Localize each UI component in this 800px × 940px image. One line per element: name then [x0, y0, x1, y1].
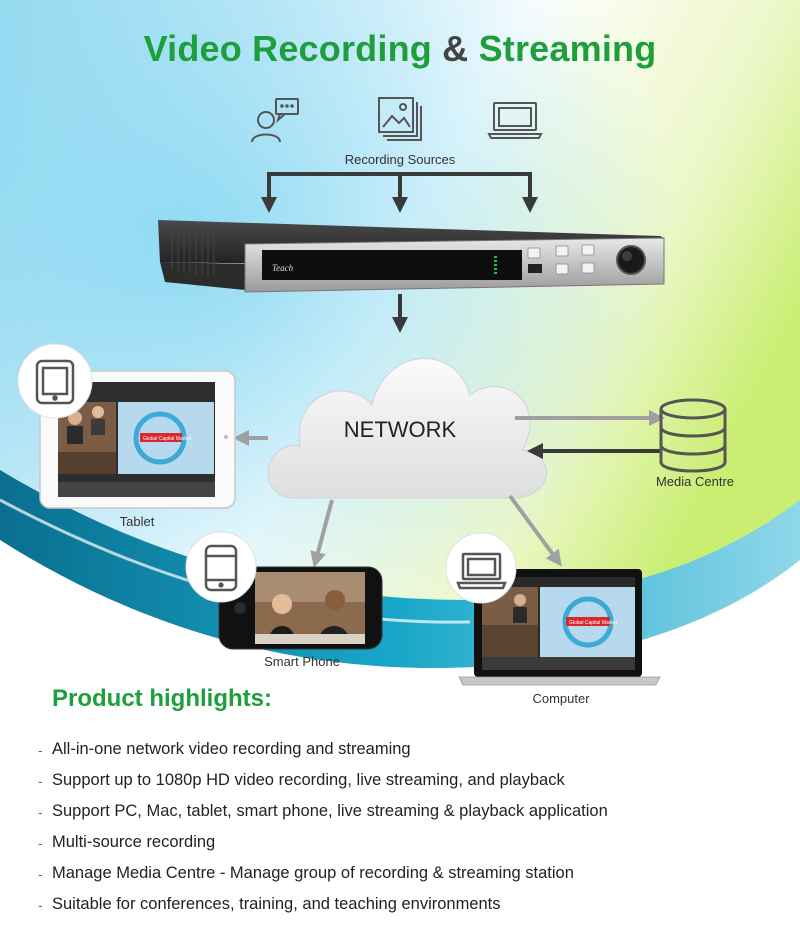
highlight-text: Multi-source recording: [52, 833, 216, 851]
page-title: Video Recording & Streaming: [0, 28, 800, 70]
tablet-label: Tablet: [119, 514, 155, 529]
list-item: -Support up to 1080p HD video recording,…: [38, 765, 608, 796]
highlight-text: Support PC, Mac, tablet, smart phone, li…: [52, 802, 608, 820]
smart-phone-device: [218, 566, 383, 650]
bullet-dash: -: [38, 803, 43, 820]
smart-phone-label: Smart Phone: [264, 654, 340, 669]
network-label: NETWORK: [343, 417, 457, 442]
computer-badge: [445, 532, 517, 604]
bullet-dash: -: [38, 741, 43, 758]
database-icon: [659, 398, 727, 473]
highlights-title: Product highlights:: [52, 685, 272, 712]
list-item: -Multi-source recording: [38, 827, 608, 858]
highlight-text: Suitable for conferences, training, and …: [52, 895, 501, 913]
list-item: -Manage Media Centre - Manage group of r…: [38, 858, 608, 889]
highlight-text: All-in-one network video recording and s…: [52, 740, 411, 758]
source-arrows: [261, 172, 538, 213]
tablet-badge: [17, 343, 93, 419]
computer-laptop-icon: [456, 552, 507, 590]
tablet-screen-banner: Global Capital Market: [143, 436, 192, 442]
title-part-video-recording: Video Recording: [143, 28, 432, 69]
highlights-list: -All-in-one network video recording and …: [38, 734, 608, 920]
list-item: -Support PC, Mac, tablet, smart phone, l…: [38, 796, 608, 827]
recording-sources-label: Recording Sources: [344, 152, 456, 167]
network-to-phone-arrow: [310, 499, 334, 568]
recorder-device: Teach: [158, 220, 665, 293]
computer-device: Global Capital Market: [458, 569, 661, 686]
bullet-dash: -: [38, 834, 43, 851]
tablet-icon: [35, 359, 75, 405]
image-gallery-icon: [378, 97, 422, 141]
phone-badge: [185, 531, 257, 603]
smart-phone-icon: [204, 544, 238, 592]
computer-label: Computer: [532, 691, 590, 706]
presenter-icon: [251, 98, 299, 143]
highlight-text: Manage Media Centre - Manage group of re…: [52, 864, 574, 882]
bullet-dash: -: [38, 865, 43, 882]
tablet-device: Global Capital Market: [39, 370, 236, 509]
diagram: Teach: [17, 97, 727, 686]
title-ampersand: &: [442, 28, 469, 69]
laptop-icon: [487, 102, 543, 139]
recorder-brand: Teach: [272, 263, 294, 273]
media-centre-label: Media Centre: [655, 474, 735, 489]
computer-screen-banner: Global Capital Market: [569, 620, 618, 626]
list-item: -All-in-one network video recording and …: [38, 734, 608, 765]
highlight-text: Support up to 1080p HD video recording, …: [52, 771, 565, 789]
network-to-computer-arrow: [508, 494, 562, 567]
title-part-streaming: Streaming: [478, 28, 657, 69]
bullet-dash: -: [38, 896, 43, 913]
bullet-dash: -: [38, 772, 43, 789]
list-item: -Suitable for conferences, training, and…: [38, 889, 608, 920]
